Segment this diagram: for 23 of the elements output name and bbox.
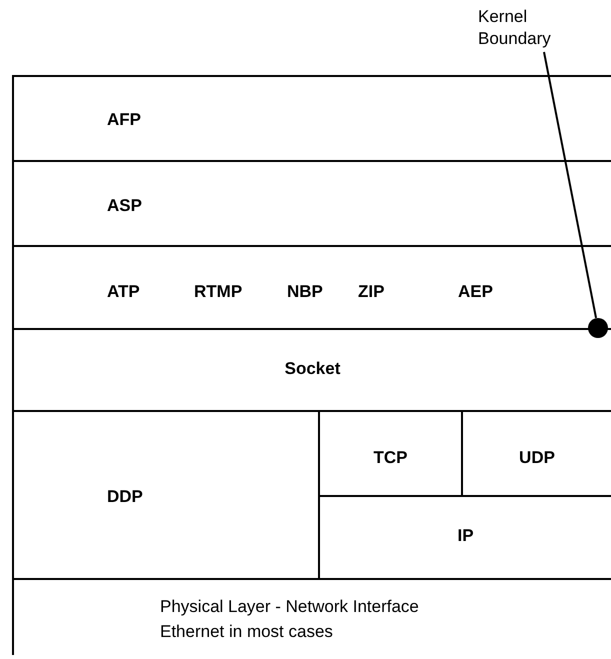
callout-label: Kernel Boundary xyxy=(478,6,578,50)
protocol-label: Socket xyxy=(284,358,340,380)
protocol-label: ASP xyxy=(107,195,142,217)
protocol-label: AEP xyxy=(458,281,493,303)
protocol-label: UDP xyxy=(519,447,555,469)
protocol-label: ZIP xyxy=(358,281,384,303)
layer-band xyxy=(12,160,611,245)
layer-band xyxy=(461,410,611,495)
layer-band xyxy=(318,410,461,495)
layer-description: Ethernet in most cases xyxy=(160,621,333,643)
protocol-label: RTMP xyxy=(194,281,242,303)
layer-band xyxy=(12,75,611,160)
protocol-label: DDP xyxy=(107,486,143,508)
protocol-label: NBP xyxy=(287,281,323,303)
protocol-label: ATP xyxy=(107,281,140,303)
layer-band xyxy=(12,410,318,578)
leader-line xyxy=(543,52,598,318)
protocol-label: IP xyxy=(457,525,474,547)
protocol-label: TCP xyxy=(374,447,408,469)
layer-band xyxy=(318,495,611,578)
layer-description: Physical Layer - Network Interface xyxy=(160,596,419,618)
layer-band xyxy=(12,578,611,655)
protocol-label: AFP xyxy=(107,109,141,131)
